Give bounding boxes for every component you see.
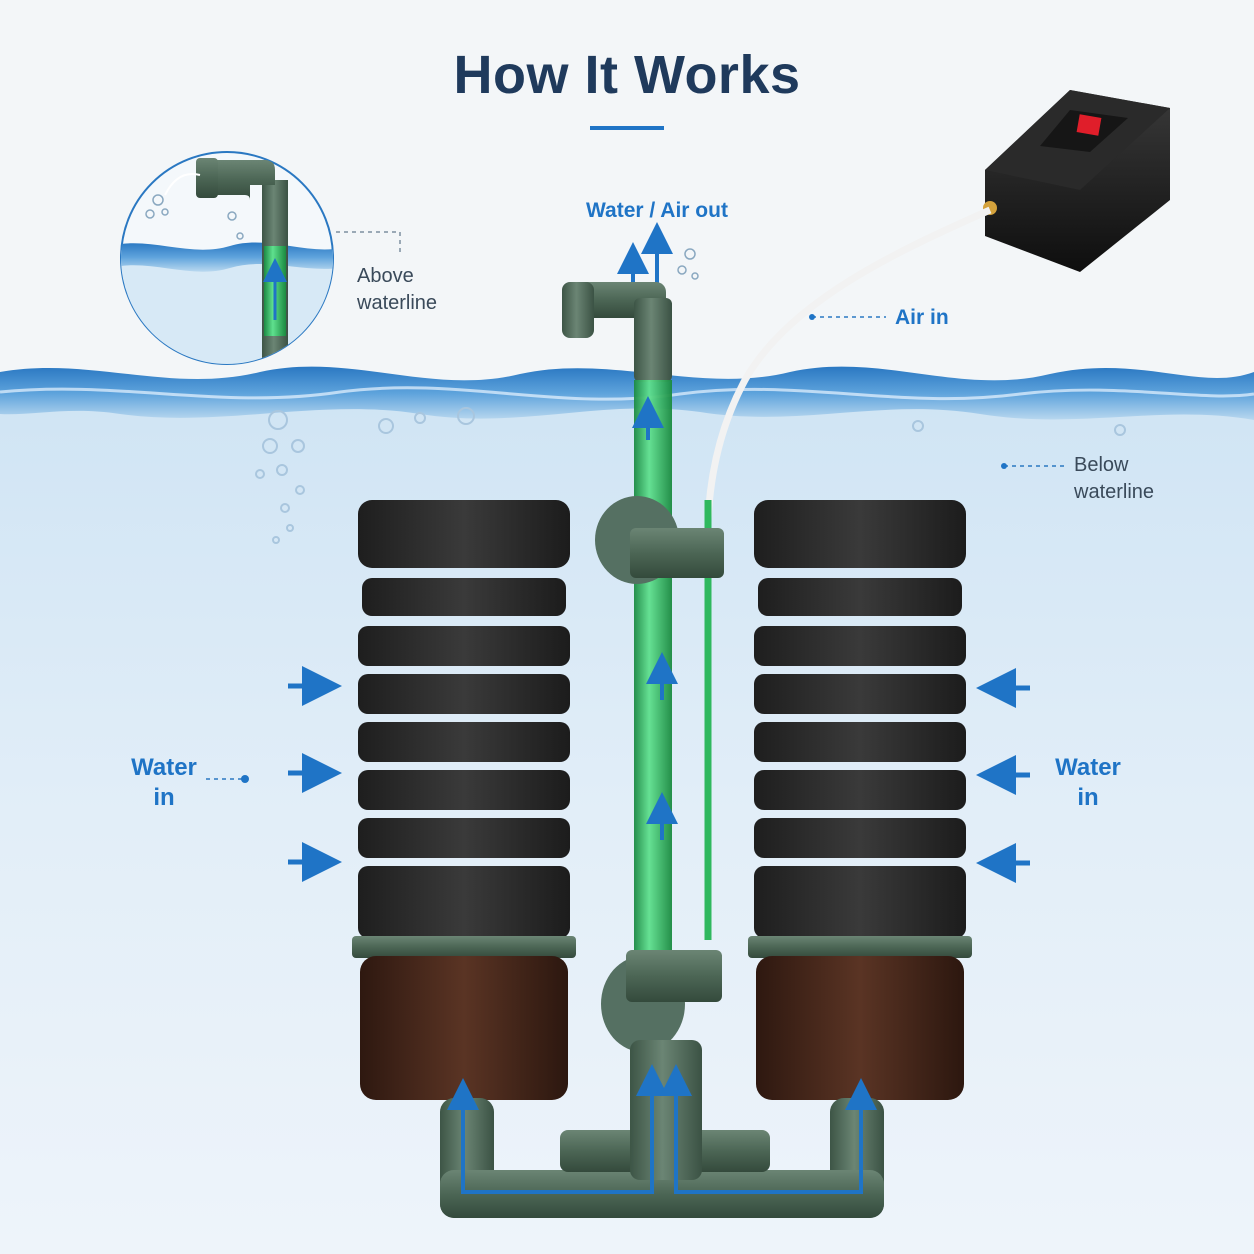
left-sponge-filter — [352, 500, 576, 1100]
right-sponge-filter — [748, 500, 972, 1100]
label-above-waterline: Above waterline — [357, 265, 438, 314]
label-water-air-out: Water / Air out — [586, 199, 728, 222]
water-surface — [0, 366, 1254, 420]
lift-tube — [562, 282, 678, 960]
page-title: How It Works — [453, 45, 801, 105]
above-waterline-inset — [120, 151, 334, 365]
label-air-in: Air in — [895, 306, 949, 329]
above-waterline-connector — [336, 231, 401, 256]
water-in-arrows-right — [976, 668, 1030, 883]
label-below-waterline: Below waterline — [1074, 454, 1155, 503]
suction-cup-upper — [595, 496, 724, 584]
bottom-manifold — [440, 1040, 884, 1218]
air-pump — [983, 90, 1170, 272]
title-underline — [590, 126, 664, 130]
label-water-in-left: Water in — [131, 754, 197, 811]
bubbles — [255, 407, 1126, 544]
air-line-tube — [704, 206, 992, 521]
suction-cup-lower — [601, 950, 722, 1052]
label-water-in-right: Water in — [1055, 754, 1121, 811]
water-in-arrows-left — [288, 666, 342, 882]
